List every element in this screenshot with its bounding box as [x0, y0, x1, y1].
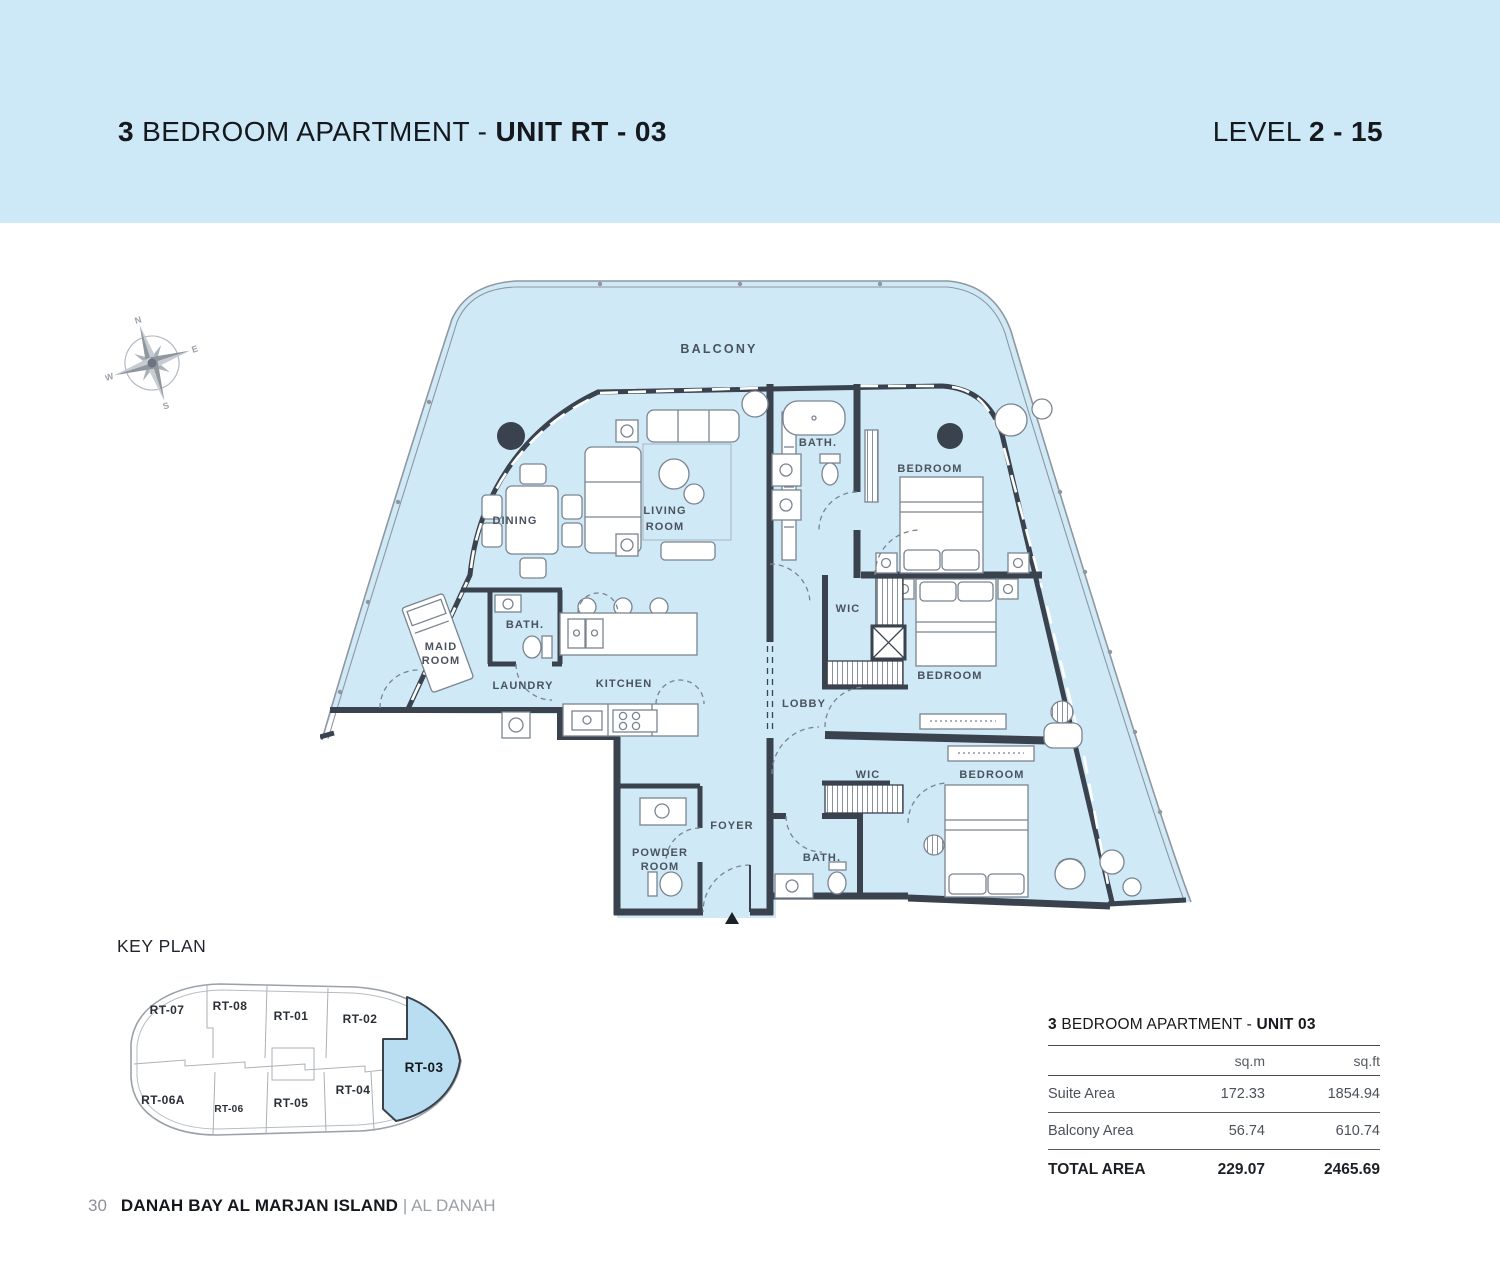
unit-label-rt06: RT-06 [214, 1104, 243, 1115]
room-label-bedroom-2: BEDROOM [917, 670, 982, 682]
compass-e: E [190, 343, 199, 354]
row-sqft: 610.74 [1335, 1123, 1380, 1139]
wic2-closet [824, 784, 904, 814]
room-labels: BALCONY DINING LIVING ROOM BATH. BEDROOM… [422, 342, 1024, 873]
table-row-balcony: Balcony Area 56.74 610.74 [1048, 1113, 1380, 1150]
total-sqft: 2465.69 [1323, 1161, 1380, 1178]
balcony-furniture [497, 398, 1142, 897]
room-label-wic-2: WIC [856, 769, 881, 781]
bedroom2-furniture [893, 578, 1019, 667]
level-range: 2 - 15 [1309, 116, 1383, 147]
wic1-closets [826, 577, 907, 686]
kitchen-set [559, 597, 699, 737]
area-table-title-mid: BEDROOM APARTMENT - [1056, 1016, 1257, 1033]
column-sqm: sq.m [1234, 1052, 1265, 1069]
room-label-wic-1: WIC [836, 603, 861, 615]
row-sqm: 56.74 [1228, 1123, 1265, 1139]
powder-room-fixtures [639, 797, 687, 897]
level-label: LEVEL 2 - 15 [1213, 116, 1383, 148]
dining-set [481, 463, 583, 579]
entry-arrow-icon [725, 912, 739, 924]
unit-label-rt06a: RT-06A [141, 1093, 185, 1107]
room-label-bath-top: BATH. [799, 437, 837, 449]
room-label-bath-maid: BATH. [506, 619, 544, 631]
unit-label-rt05: RT-05 [274, 1096, 309, 1110]
room-label-kitchen: KITCHEN [596, 678, 653, 690]
row-label: Balcony Area [1048, 1123, 1134, 1139]
unit-label-rt02: RT-02 [343, 1012, 378, 1026]
room-label-bedroom-3: BEDROOM [959, 769, 1024, 781]
unit-label-rt08: RT-08 [213, 999, 248, 1013]
area-table: 3 BEDROOM APARTMENT - UNIT 03 sq.m sq.ft… [1048, 1016, 1380, 1190]
footer-project: DANAH BAY AL MARJAN ISLAND [120, 1196, 399, 1215]
area-table-title: 3 BEDROOM APARTMENT - UNIT 03 [1048, 1016, 1380, 1046]
key-plan-dividers [133, 985, 384, 1136]
maid-room-bed [401, 593, 474, 693]
key-plan-highlight-rt03 [382, 996, 461, 1122]
title-number: 3 [118, 116, 134, 147]
unit-label-rt03: RT-03 [405, 1060, 444, 1075]
wall-opening-dashed [766, 646, 774, 734]
unit-label-rt01: RT-01 [274, 1009, 309, 1023]
floor-area [322, 281, 1191, 918]
row-sqm: 172.33 [1220, 1086, 1265, 1102]
bath-top-fixtures [771, 400, 879, 521]
maid-bath-fixtures [494, 594, 553, 659]
row-sqft: 1854.94 [1327, 1086, 1380, 1102]
row-label: Suite Area [1048, 1086, 1115, 1102]
title-text: BEDROOM APARTMENT - [133, 116, 496, 147]
floor-plan: BALCONY DINING LIVING ROOM BATH. BEDROOM… [320, 280, 1192, 924]
room-label-maid-2: ROOM [422, 655, 461, 667]
room-label-dining: DINING [492, 515, 537, 527]
footer-separator: | [398, 1196, 412, 1215]
level-word: LEVEL [1212, 116, 1309, 147]
column-sqft: sq.ft [1353, 1052, 1380, 1069]
compass-n: N [133, 315, 142, 326]
page-footer: 30 DANAH BAY AL MARJAN ISLAND | AL DANAH [88, 1196, 496, 1216]
room-label-maid-1: MAID [425, 641, 458, 653]
door-arcs [379, 491, 949, 913]
bedroom1-furniture [875, 476, 1030, 574]
unit-label-rt07: RT-07 [150, 1003, 185, 1017]
bedroom3-furniture [923, 784, 1086, 898]
key-plan-unit-labels: RT-07 RT-08 RT-01 RT-02 RT-04 RT-05 RT-0… [141, 999, 443, 1115]
laundry-washer [501, 711, 531, 739]
lobby-dressers [919, 700, 1083, 762]
room-label-lobby: LOBBY [782, 698, 826, 710]
room-label-balcony: BALCONY [680, 342, 757, 356]
room-label-powder-1: POWDER [632, 847, 688, 859]
total-sqm: 229.07 [1217, 1161, 1265, 1178]
bath-bottom-fixtures [774, 861, 847, 899]
room-label-foyer: FOYER [710, 820, 753, 832]
room-label-bedroom-1: BEDROOM [897, 463, 962, 475]
area-table-title-unit: UNIT 03 [1256, 1016, 1316, 1033]
unit-label-rt04: RT-04 [336, 1083, 371, 1097]
table-row-total: TOTAL AREA 229.07 2465.69 [1048, 1150, 1380, 1190]
key-plan-heading: KEY PLAN [117, 936, 207, 956]
area-table-title-num: 3 [1048, 1016, 1057, 1033]
table-row-suite: Suite Area 172.33 1854.94 [1048, 1076, 1380, 1113]
balcony-railing [321, 280, 1192, 903]
compass-cardinal-points [113, 324, 191, 402]
compass-s: S [162, 400, 171, 410]
compass-w: W [105, 371, 115, 383]
page-number: 30 [88, 1196, 107, 1215]
title-unit: UNIT RT - 03 [495, 116, 667, 147]
room-label-laundry: LAUNDRY [492, 680, 553, 692]
room-label-living-1: LIVING [643, 505, 686, 517]
room-label-powder-2: ROOM [641, 861, 680, 873]
compass-icon: N E S W [105, 315, 199, 410]
header-banner: 3 BEDROOM APARTMENT - UNIT RT - 03 LEVEL… [0, 0, 1500, 223]
key-plan: RT-07 RT-08 RT-01 RT-02 RT-04 RT-05 RT-0… [130, 983, 462, 1136]
total-label: TOTAL AREA [1048, 1161, 1146, 1178]
page-title: 3 BEDROOM APARTMENT - UNIT RT - 03 [118, 116, 667, 148]
footer-area: AL DANAH [411, 1196, 496, 1215]
area-table-header: sq.m sq.ft [1048, 1046, 1380, 1076]
room-label-bath-bottom: BATH. [803, 852, 841, 864]
room-label-living-2: ROOM [646, 521, 685, 533]
living-room-set [584, 390, 797, 561]
